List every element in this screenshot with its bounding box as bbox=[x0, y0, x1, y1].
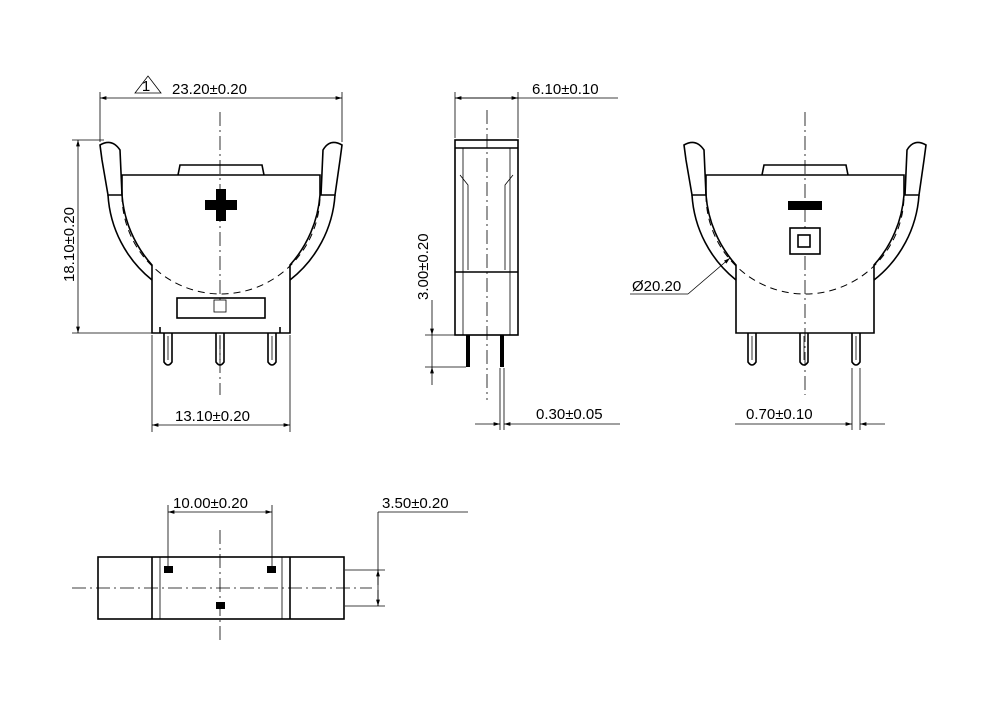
dim-height-total: 18.10±0.20 bbox=[61, 207, 78, 282]
right-clip bbox=[320, 141, 343, 196]
side-pin-right bbox=[500, 335, 504, 367]
plus-sign-v bbox=[216, 189, 226, 221]
pad-center bbox=[216, 602, 225, 609]
dim-standoff: 3.00±0.20 bbox=[415, 233, 432, 300]
bottom-view: 10.00±0.20 3.50±0.20 bbox=[72, 495, 468, 640]
dim-pin-span: 13.10±0.20 bbox=[175, 408, 250, 425]
pad-right bbox=[267, 566, 276, 573]
side-view: 6.10±0.10 3.00±0.20 0.30±0.05 bbox=[415, 81, 620, 430]
dim-diameter: Ø20.20 bbox=[632, 278, 681, 295]
dim-footprint-pitch: 10.00±0.20 bbox=[173, 495, 248, 512]
outer-arc bbox=[107, 194, 153, 281]
side-pin-left bbox=[466, 335, 470, 367]
front-view: 1 23.20±0.20 18.10±0.20 13.10±0.20 bbox=[61, 75, 343, 432]
dim-depth: 6.10±0.10 bbox=[532, 81, 599, 98]
lower-contact bbox=[213, 299, 227, 313]
revision-number: 1 bbox=[142, 78, 150, 95]
dim-footprint-offset: 3.50±0.20 bbox=[382, 495, 449, 512]
rear-view: Ø20.20 0.70±0.10 bbox=[630, 112, 927, 430]
revision-triangle bbox=[134, 75, 162, 94]
outer-arc-right bbox=[289, 194, 336, 281]
minus-sign bbox=[788, 201, 822, 210]
dim-pin-thickness: 0.30±0.05 bbox=[536, 406, 603, 423]
lower-window bbox=[176, 297, 266, 319]
rear-window bbox=[789, 227, 821, 255]
top-tab bbox=[177, 164, 265, 176]
side-body bbox=[454, 139, 519, 336]
battery-outline bbox=[121, 194, 321, 295]
holder-body bbox=[121, 174, 321, 334]
dim-pin-width: 0.70±0.10 bbox=[746, 406, 813, 423]
pad-left bbox=[164, 566, 173, 573]
dim-width-total: 23.20±0.20 bbox=[172, 81, 247, 98]
left-clip bbox=[99, 141, 123, 196]
